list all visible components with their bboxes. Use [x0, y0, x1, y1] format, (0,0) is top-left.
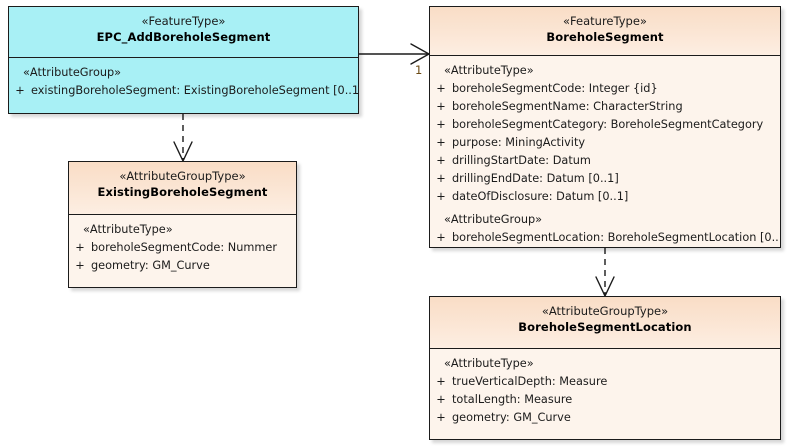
connector-dependency-epc-to-existing[interactable]	[173, 114, 193, 163]
attribute-row[interactable]: + existingBoreholeSegment: ExistingBoreho…	[9, 82, 358, 100]
connector-dependency-boreholesegment-to-location[interactable]	[595, 248, 615, 298]
class-attributes-compartment: «AttributeType» + boreholeSegmentCode: In…	[430, 56, 780, 247]
attribute-visibility: +	[15, 84, 25, 97]
class-header: «AttributeGroupType» ExistingBoreholeSeg…	[69, 162, 296, 215]
attribute-signature: boreholeSegmentLocation: BoreholeSegment…	[452, 231, 781, 244]
class-header: «FeatureType» BoreholeSegment	[430, 7, 780, 56]
attribute-visibility: +	[75, 241, 85, 254]
attribute-visibility: +	[436, 154, 446, 167]
attribute-row[interactable]: + drillingStartDate: Datum	[430, 152, 780, 170]
class-attributes-compartment: «AttributeType» + trueVerticalDepth: Meas…	[430, 349, 780, 432]
class-epc-add-borehole-segment[interactable]: «FeatureType» EPC_AddBoreholeSegment «At…	[8, 6, 359, 114]
class-borehole-segment-location[interactable]: «AttributeGroupType» BoreholeSegmentLoca…	[429, 296, 781, 440]
attribute-row[interactable]: + geometry: GM_Curve	[430, 409, 780, 427]
attribute-visibility: +	[436, 375, 446, 388]
class-stereotype: «FeatureType»	[563, 14, 647, 28]
attribute-signature: boreholeSegmentName: CharacterString	[452, 100, 683, 113]
attribute-row[interactable]: + totalLength: Measure	[430, 391, 780, 409]
attribute-row[interactable]: + boreholeSegmentCategory: BoreholeSegmen…	[430, 116, 780, 134]
class-stereotype: «FeatureType»	[141, 14, 226, 28]
connector-association-epc-to-boreholesegment[interactable]	[359, 43, 431, 65]
attribute-signature: totalLength: Measure	[452, 393, 573, 406]
class-stereotype: «AttributeGroupType»	[541, 304, 669, 318]
attribute-signature: boreholeSegmentCode: Nummer	[91, 241, 277, 254]
attribute-signature: dateOfDisclosure: Datum [0..1]	[452, 190, 629, 203]
attribute-group-stereotype: «AttributeType»	[83, 223, 173, 236]
attribute-signature: purpose: MiningActivity	[452, 136, 586, 149]
class-existing-borehole-segment[interactable]: «AttributeGroupType» ExistingBoreholeSeg…	[68, 161, 297, 288]
attribute-row[interactable]: + boreholeSegmentCode: Integer {id}	[430, 80, 780, 98]
attribute-visibility: +	[436, 118, 446, 131]
attribute-visibility: +	[436, 100, 446, 113]
attribute-signature: boreholeSegmentCode: Integer {id}	[452, 82, 658, 95]
class-header: «FeatureType» EPC_AddBoreholeSegment	[9, 7, 358, 58]
dependency-open-arrowhead	[173, 141, 193, 163]
attribute-row[interactable]: + boreholeSegmentCode: Nummer	[69, 239, 296, 257]
attribute-group-stereotype: «AttributeGroup»	[444, 213, 543, 226]
attribute-row[interactable]: + drillingEndDate: Datum [0..1]	[430, 170, 780, 188]
attribute-signature: trueVerticalDepth: Measure	[452, 375, 608, 388]
attribute-signature: geometry: GM_Curve	[452, 411, 571, 424]
attribute-visibility: +	[436, 172, 446, 185]
attribute-visibility: +	[436, 411, 446, 424]
attribute-visibility: +	[436, 231, 446, 244]
class-borehole-segment[interactable]: «FeatureType» BoreholeSegment «Attribute…	[429, 6, 781, 248]
attribute-row[interactable]: + boreholeSegmentLocation: BoreholeSegmen…	[430, 229, 780, 247]
class-name: ExistingBoreholeSegment	[97, 185, 268, 200]
association-open-arrowhead	[410, 43, 431, 65]
attribute-visibility: +	[436, 190, 446, 203]
attribute-signature: drillingStartDate: Datum	[452, 154, 591, 167]
dependency-open-arrowhead	[595, 276, 615, 298]
attribute-group-stereotype: «AttributeType»	[444, 357, 534, 370]
attribute-row[interactable]: + boreholeSegmentName: CharacterString	[430, 98, 780, 116]
attribute-group-stereotype: «AttributeType»	[444, 64, 534, 77]
attribute-signature: boreholeSegmentCategory: BoreholeSegment…	[452, 118, 764, 131]
class-name: BoreholeSegmentLocation	[518, 320, 692, 335]
attribute-signature: drillingEndDate: Datum [0..1]	[452, 172, 619, 185]
attribute-signature: geometry: GM_Curve	[91, 259, 210, 272]
class-header: «AttributeGroupType» BoreholeSegmentLoca…	[430, 297, 780, 349]
attribute-row[interactable]: + geometry: GM_Curve	[69, 257, 296, 275]
class-name: BoreholeSegment	[546, 30, 664, 45]
class-name: EPC_AddBoreholeSegment	[96, 30, 271, 45]
attribute-visibility: +	[436, 393, 446, 406]
attribute-visibility: +	[436, 136, 446, 149]
attribute-visibility: +	[436, 82, 446, 95]
association-target-multiplicity: 1	[415, 63, 423, 77]
attribute-row[interactable]: + trueVerticalDepth: Measure	[430, 373, 780, 391]
class-stereotype: «AttributeGroupType»	[119, 169, 246, 183]
class-attributes-compartment: «AttributeType» + boreholeSegmentCode: Nu…	[69, 215, 296, 280]
attribute-row[interactable]: + dateOfDisclosure: Datum [0..1]	[430, 188, 780, 206]
attribute-signature: existingBoreholeSegment: ExistingBorehol…	[31, 84, 359, 97]
class-attributes-compartment: «AttributeGroup» + existingBoreholeSegmen…	[9, 58, 358, 105]
attribute-visibility: +	[75, 259, 85, 272]
attribute-group-stereotype: «AttributeGroup»	[23, 66, 122, 79]
attribute-row[interactable]: + purpose: MiningActivity	[430, 134, 780, 152]
